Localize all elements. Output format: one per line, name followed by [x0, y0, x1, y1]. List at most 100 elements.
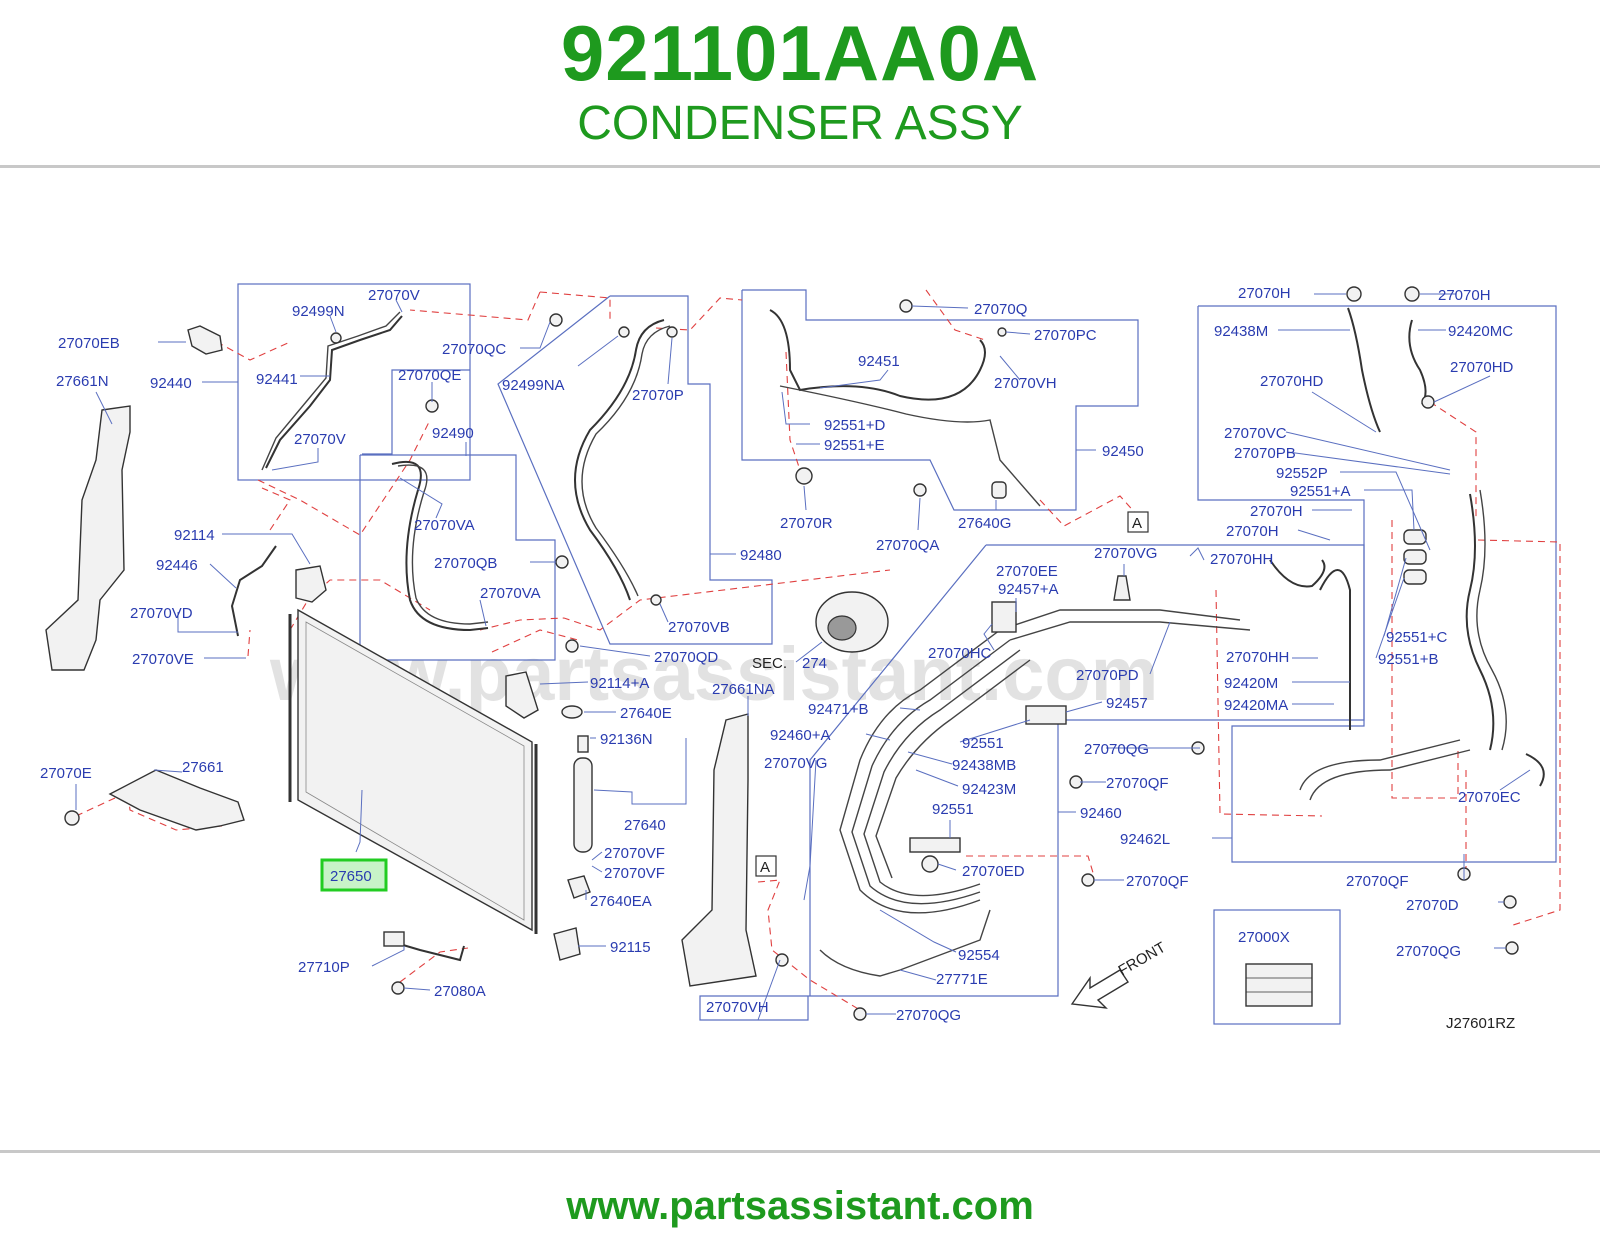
part-label-27070ee[interactable]: 27070EE	[996, 563, 1058, 580]
part-label-27070pb[interactable]: 27070PB	[1234, 445, 1296, 462]
pipe-92471b-drawing	[851, 639, 1011, 905]
part-label-27070hh[interactable]: 27070HH	[1226, 649, 1289, 666]
part-label-27070vg[interactable]: 27070VG	[764, 755, 827, 772]
part-label-27070qc[interactable]: 27070QC	[442, 341, 506, 358]
part-label-27000x[interactable]: 27000X	[1238, 929, 1290, 946]
part-label-27070vh[interactable]: 27070VH	[994, 375, 1057, 392]
part-label-27661na[interactable]: 27661NA	[712, 681, 775, 698]
part-label-27070vf[interactable]: 27070VF	[604, 845, 665, 862]
part-label-27070hd[interactable]: 27070HD	[1450, 359, 1514, 376]
part-label-92457[interactable]: 92457	[1106, 695, 1148, 712]
part-label-27070h[interactable]: 27070H	[1250, 503, 1303, 520]
footer-divider	[0, 1150, 1600, 1153]
part-label-92480[interactable]: 92480	[740, 547, 782, 564]
part-label-27070hh[interactable]: 27070HH	[1210, 551, 1273, 568]
part-label-27070eb[interactable]: 27070EB	[58, 335, 120, 352]
part-label-27070v[interactable]: 27070V	[294, 431, 346, 448]
part-label-27070qf[interactable]: 27070QF	[1106, 775, 1169, 792]
part-label-92136n[interactable]: 92136N	[600, 731, 653, 748]
part-label-27070vd[interactable]: 27070VD	[130, 605, 193, 622]
part-label-92446[interactable]: 92446	[156, 557, 198, 574]
part-label-27070qd[interactable]: 27070QD	[654, 649, 718, 666]
part-label-27070v[interactable]: 27070V	[368, 287, 420, 304]
part-label-27070p[interactable]: 27070P	[632, 387, 684, 404]
part-label-92420mc[interactable]: 92420MC	[1448, 323, 1513, 340]
part-label-27070qf[interactable]: 27070QF	[1346, 873, 1409, 890]
part-label-27070vh[interactable]: 27070VH	[706, 999, 769, 1016]
part-label-92551-b[interactable]: 92551+B	[1378, 651, 1438, 668]
part-label-92420m[interactable]: 92420M	[1224, 675, 1278, 692]
part-label-92441[interactable]: 92441	[256, 371, 298, 388]
part-label-92423m[interactable]: 92423M	[962, 781, 1016, 798]
part-label-27070d[interactable]: 27070D	[1406, 897, 1459, 914]
part-label-highlighted[interactable]: 27650	[330, 868, 372, 885]
part-label-92499n[interactable]: 92499N	[292, 303, 345, 320]
part-label-27640g[interactable]: 27640G	[958, 515, 1011, 532]
part-label-27070qg[interactable]: 27070QG	[1084, 741, 1149, 758]
part-label-92551-a[interactable]: 92551+A	[1290, 483, 1350, 500]
part-label-27070hd[interactable]: 27070HD	[1260, 373, 1324, 390]
part-label-27070qa[interactable]: 27070QA	[876, 537, 939, 554]
lead-line	[403, 987, 431, 991]
part-label-27070va[interactable]: 27070VA	[480, 585, 541, 602]
part-label-92499na[interactable]: 92499NA	[502, 377, 565, 394]
part-label-92114-a[interactable]: 92114+A	[590, 675, 649, 692]
part-label-92457-a[interactable]: 92457+A	[998, 581, 1058, 598]
part-label-92438m[interactable]: 92438M	[1214, 323, 1268, 340]
part-label-27070va[interactable]: 27070VA	[414, 517, 475, 534]
part-label-27070vc[interactable]: 27070VC	[1224, 425, 1287, 442]
part-label-27070r[interactable]: 27070R	[780, 515, 833, 532]
part-label-27070ve[interactable]: 27070VE	[132, 651, 194, 668]
part-label-92438mb[interactable]: 92438MB	[952, 757, 1016, 774]
part-label-92551-c[interactable]: 92551+C	[1386, 629, 1447, 646]
hose-92480-edge	[581, 325, 671, 597]
part-label-92554[interactable]: 92554	[958, 947, 1000, 964]
part-label-27070vb[interactable]: 27070VB	[668, 619, 730, 636]
part-label-92551[interactable]: 92551	[932, 801, 974, 818]
part-label-92551[interactable]: 92551	[962, 735, 1004, 752]
part-label-27070qg[interactable]: 27070QG	[1396, 943, 1461, 960]
part-label-27070h[interactable]: 27070H	[1438, 287, 1491, 304]
part-label-27070pd[interactable]: 27070PD	[1076, 667, 1139, 684]
bracket-27661n-drawing	[45, 405, 131, 671]
part-label-92471-b[interactable]: 92471+B	[808, 701, 868, 718]
part-label-27070vg[interactable]: 27070VG	[1094, 545, 1157, 562]
part-label-27070ed[interactable]: 27070ED	[962, 863, 1025, 880]
part-label-27661n[interactable]: 27661N	[56, 373, 109, 390]
part-label-27661[interactable]: 27661	[182, 759, 224, 776]
part-label-92490[interactable]: 92490	[432, 425, 474, 442]
part-label-92115[interactable]: 92115	[610, 939, 651, 956]
part-label-27771e[interactable]: 27771E	[936, 971, 988, 988]
part-label-27070qf[interactable]: 27070QF	[1126, 873, 1189, 890]
part-label-92462l[interactable]: 92462L	[1120, 831, 1170, 848]
part-label-92460[interactable]: 92460	[1080, 805, 1122, 822]
part-label-27070h[interactable]: 27070H	[1238, 285, 1291, 302]
part-label-27070pc[interactable]: 27070PC	[1034, 327, 1097, 344]
part-label-92460-a[interactable]: 92460+A	[770, 727, 830, 744]
part-label-27080a[interactable]: 27080A	[434, 983, 486, 1000]
part-label-27070e[interactable]: 27070E	[40, 765, 92, 782]
part-label-92420ma[interactable]: 92420MA	[1224, 697, 1288, 714]
part-label-92114[interactable]: 92114	[174, 527, 215, 544]
part-label-92450[interactable]: 92450	[1102, 443, 1144, 460]
part-label-27070qe[interactable]: 27070QE	[398, 367, 461, 384]
part-label-92551-e[interactable]: 92551+E	[824, 437, 884, 454]
part-label-27640[interactable]: 27640	[624, 817, 666, 834]
lead-line	[899, 969, 937, 981]
part-label-27640ea[interactable]: 27640EA	[590, 893, 652, 910]
part-label-27070qb[interactable]: 27070QB	[434, 555, 497, 572]
part-label-92451[interactable]: 92451	[858, 353, 900, 370]
part-label-27070hc[interactable]: 27070HC	[928, 645, 992, 662]
lead-line	[591, 865, 603, 873]
part-label-92552p[interactable]: 92552P	[1276, 465, 1328, 482]
part-label-27070vf[interactable]: 27070VF	[604, 865, 665, 882]
part-label-27070h[interactable]: 27070H	[1226, 523, 1279, 540]
part-label-92440[interactable]: 92440	[150, 375, 192, 392]
part-label-27070q[interactable]: 27070Q	[974, 301, 1027, 318]
part-label-27070qg[interactable]: 27070QG	[896, 1007, 961, 1024]
part-label-92551-d[interactable]: 92551+D	[824, 417, 885, 434]
footer-url[interactable]: www.partsassistant.com	[566, 1184, 1034, 1228]
part-label-27070ec[interactable]: 27070EC	[1458, 789, 1521, 806]
part-label-27640e[interactable]: 27640E	[620, 705, 672, 722]
part-label-27710p[interactable]: 27710P	[298, 959, 350, 976]
